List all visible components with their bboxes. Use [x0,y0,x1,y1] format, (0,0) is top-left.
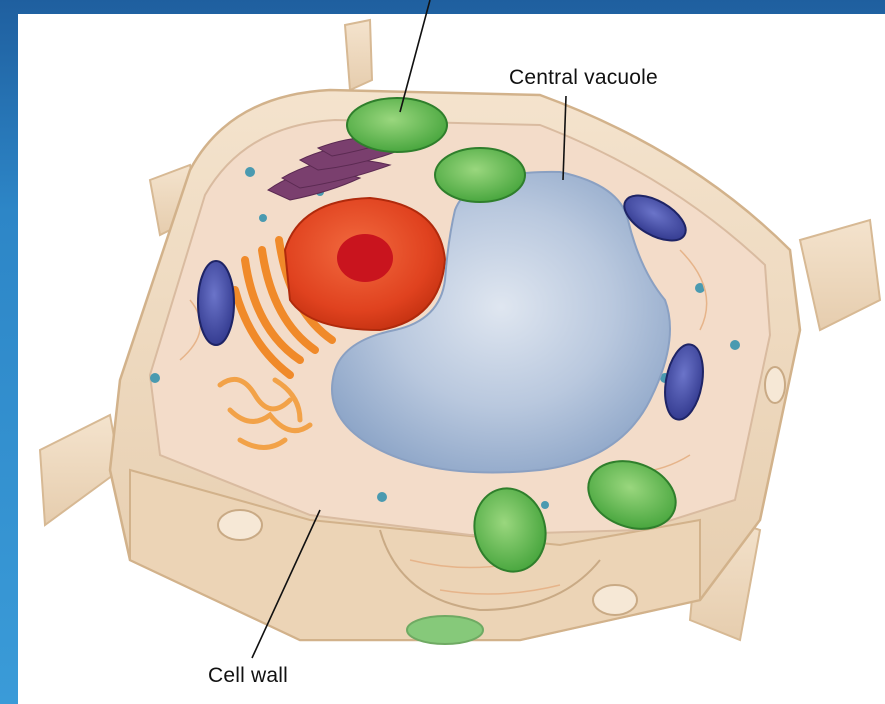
nucleus [285,198,445,330]
label-central-vacuole: Central vacuole [509,66,658,90]
nucleolus [337,234,393,282]
label-cell-wall: Cell wall [208,664,288,688]
